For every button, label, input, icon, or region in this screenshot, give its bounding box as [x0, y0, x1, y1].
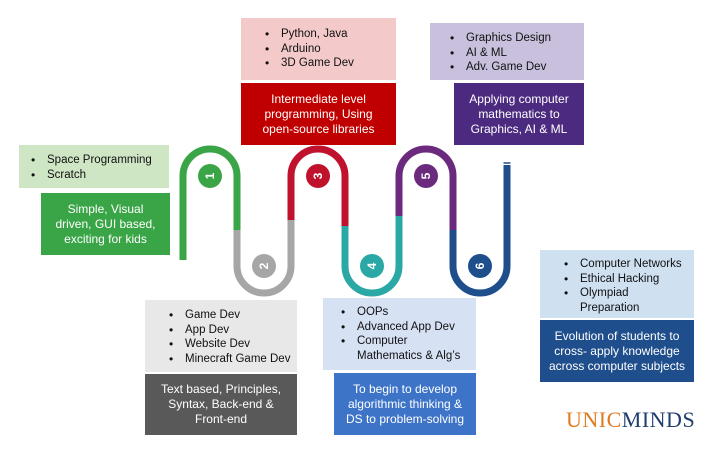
- list-item: Ethical Hacking: [558, 272, 690, 287]
- path-segment-1: [179, 145, 241, 260]
- list-item: Olympiad Preparation: [558, 286, 690, 315]
- list-item: OOPs: [335, 305, 472, 320]
- list-item: Python, Java: [259, 27, 392, 42]
- list-item: 3D Game Dev: [259, 56, 392, 71]
- logo-part-unic: UNIC: [566, 407, 622, 432]
- svg-text:3: 3: [311, 172, 325, 179]
- stage-2-topic-list: Game Dev App Dev Website Dev Minecraft G…: [163, 308, 293, 366]
- stage-1-description: Simple, Visual driven, GUI based, exciti…: [41, 193, 170, 255]
- stage-6-topics: Computer Networks Ethical Hacking Olympi…: [540, 250, 694, 318]
- stage-6-description: Evolution of students to cross- apply kn…: [540, 320, 694, 382]
- path-segment-6: [449, 165, 511, 297]
- stage-2-description: Text based, Principles, Syntax, Back-end…: [145, 374, 297, 435]
- svg-text:1: 1: [203, 172, 217, 179]
- stage-5-topic-list: Graphics Design AI & ML Adv. Game Dev: [444, 31, 580, 75]
- stage-3-topics: Python, Java Arduino 3D Game Dev: [241, 18, 396, 80]
- list-item: Minecraft Game Dev: [163, 352, 293, 367]
- path-segment-5: [395, 145, 457, 230]
- logo-part-minds: MINDS: [621, 407, 696, 432]
- stage-5-description: Applying computer mathematics to Graphic…: [454, 83, 584, 145]
- stage-marker-5: 5: [414, 164, 438, 188]
- stage-3-topic-list: Python, Java Arduino 3D Game Dev: [259, 27, 392, 71]
- stage-3-description: Intermediate level programming, Using op…: [241, 83, 396, 145]
- path-end-dashes: [503, 162, 511, 180]
- stage-marker-6: 6: [468, 254, 492, 278]
- svg-text:6: 6: [473, 262, 487, 269]
- list-item: Website Dev: [163, 337, 293, 352]
- list-item: Game Dev: [163, 308, 293, 323]
- list-item: AI & ML: [444, 46, 580, 61]
- path-segment-2: [233, 220, 295, 297]
- list-item: Scratch: [25, 168, 165, 183]
- stage-marker-4: 4: [360, 254, 384, 278]
- list-item: Computer Networks: [558, 257, 690, 272]
- list-item: Computer Mathematics & Alg’s: [335, 334, 472, 363]
- svg-text:5: 5: [419, 172, 433, 179]
- svg-text:2: 2: [257, 262, 271, 269]
- svg-text:4: 4: [365, 262, 379, 269]
- list-item: App Dev: [163, 323, 293, 338]
- stage-4-description: To begin to develop algorithmic thinking…: [334, 373, 476, 435]
- list-item: Arduino: [259, 42, 392, 57]
- stage-1-topic-list: Space Programming Scratch: [25, 153, 165, 182]
- unicminds-logo: UNICMINDS: [566, 407, 695, 433]
- stage-marker-3: 3: [306, 164, 330, 188]
- stage-2-topics: Game Dev App Dev Website Dev Minecraft G…: [145, 300, 297, 372]
- stage-4-topic-list: OOPs Advanced App Dev Computer Mathemati…: [335, 305, 472, 363]
- stage-5-topics: Graphics Design AI & ML Adv. Game Dev: [430, 23, 584, 80]
- stage-marker-1: 1: [198, 164, 222, 188]
- stage-1-topics: Space Programming Scratch: [19, 145, 169, 188]
- list-item: Space Programming: [25, 153, 165, 168]
- stage-4-topics: OOPs Advanced App Dev Computer Mathemati…: [323, 298, 476, 370]
- path-segment-4: [341, 216, 403, 297]
- stage-6-topic-list: Computer Networks Ethical Hacking Olympi…: [558, 257, 690, 315]
- list-item: Adv. Game Dev: [444, 60, 580, 75]
- path-segment-3: [287, 145, 349, 226]
- list-item: Advanced App Dev: [335, 320, 472, 335]
- stage-marker-2: 2: [252, 254, 276, 278]
- list-item: Graphics Design: [444, 31, 580, 46]
